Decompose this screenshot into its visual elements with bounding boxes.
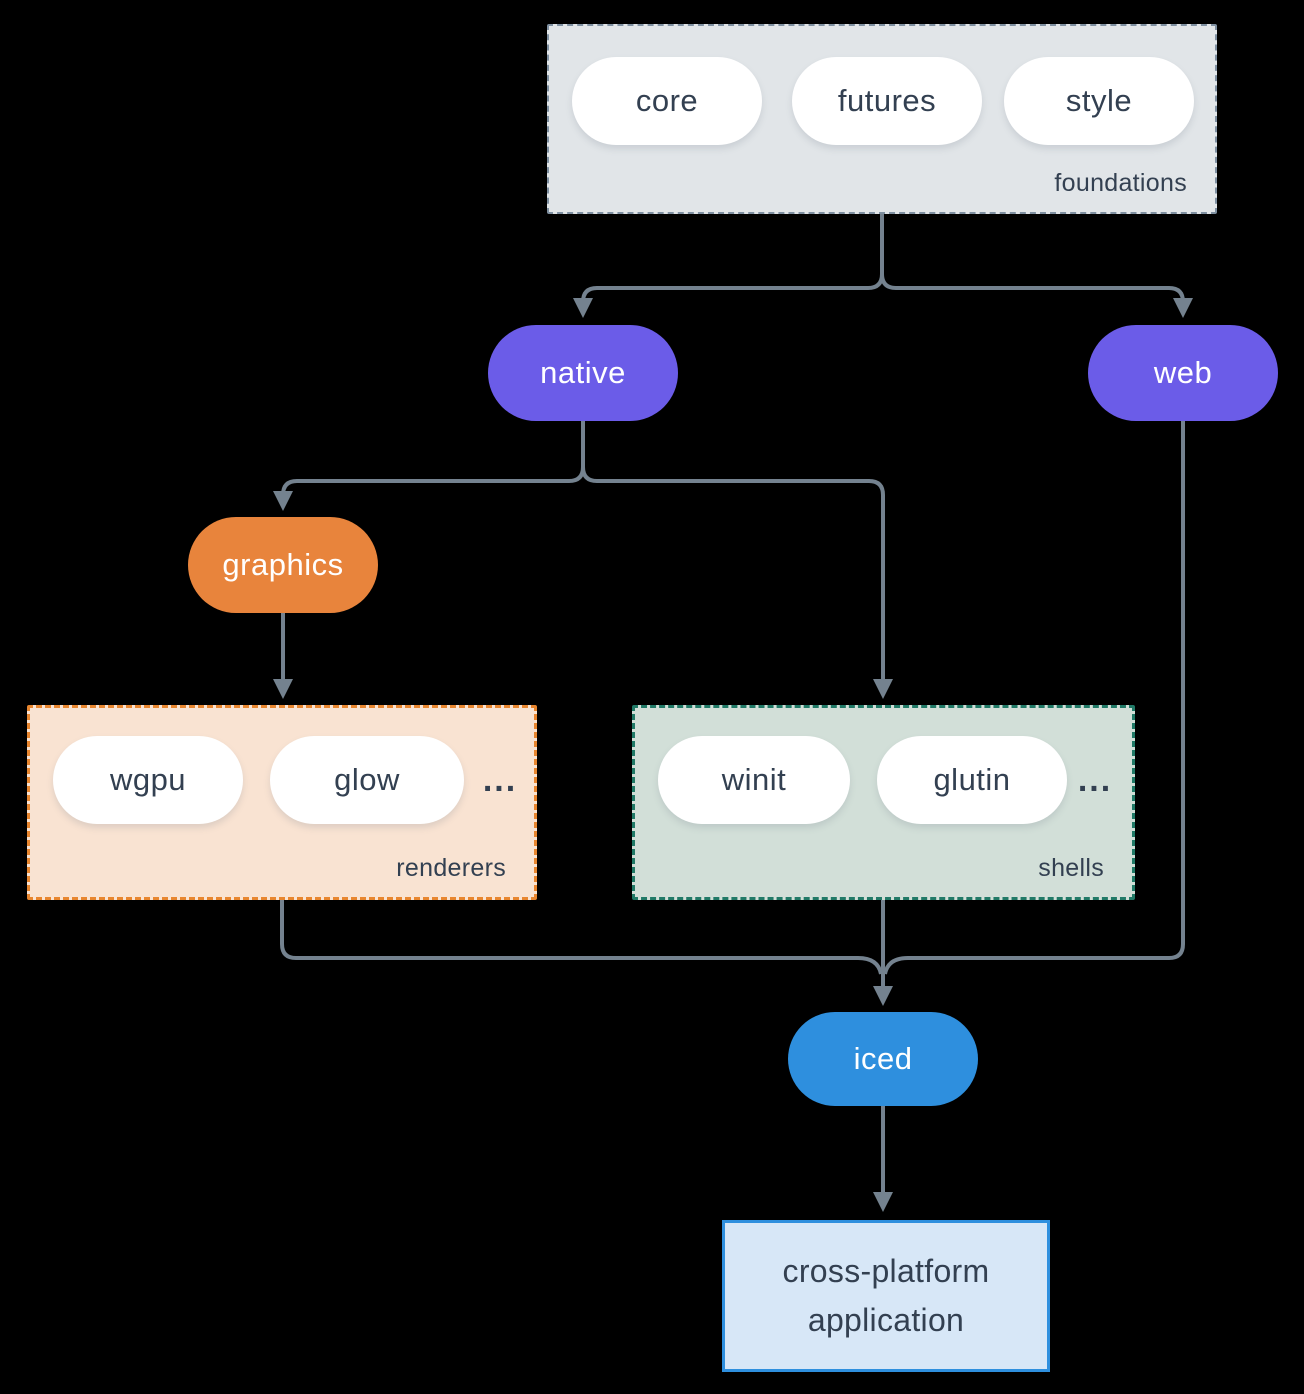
node-native: native [488, 325, 678, 421]
shells-group: winit glutin ... shells [632, 705, 1135, 900]
edge-native-to-shells [581, 421, 893, 699]
edge-foundations-to-web [880, 214, 1193, 318]
node-glow: glow [270, 736, 464, 824]
node-futures: futures [792, 57, 982, 145]
renderers-group: wgpu glow ... renderers [27, 705, 537, 900]
edge-foundations-to-native [573, 214, 884, 318]
node-application: cross-platform application [722, 1220, 1050, 1372]
edge-web-to-iced [883, 421, 1185, 975]
edge-renderers-to-iced [280, 900, 883, 975]
foundations-label: foundations [1054, 169, 1187, 197]
foundations-group: core futures style foundations [547, 24, 1217, 214]
edge-native-to-graphics [273, 421, 585, 511]
node-iced: iced [788, 1012, 978, 1106]
renderers-ellipsis: ... [482, 760, 518, 799]
node-graphics: graphics [188, 517, 378, 613]
node-web: web [1088, 325, 1278, 421]
shells-ellipsis: ... [1077, 760, 1113, 799]
node-style: style [1004, 57, 1194, 145]
shells-label: shells [1038, 854, 1104, 882]
node-wgpu: wgpu [53, 736, 243, 824]
node-core: core [572, 57, 762, 145]
node-glutin: glutin [877, 736, 1067, 824]
node-winit: winit [658, 736, 850, 824]
renderers-label: renderers [396, 854, 506, 882]
